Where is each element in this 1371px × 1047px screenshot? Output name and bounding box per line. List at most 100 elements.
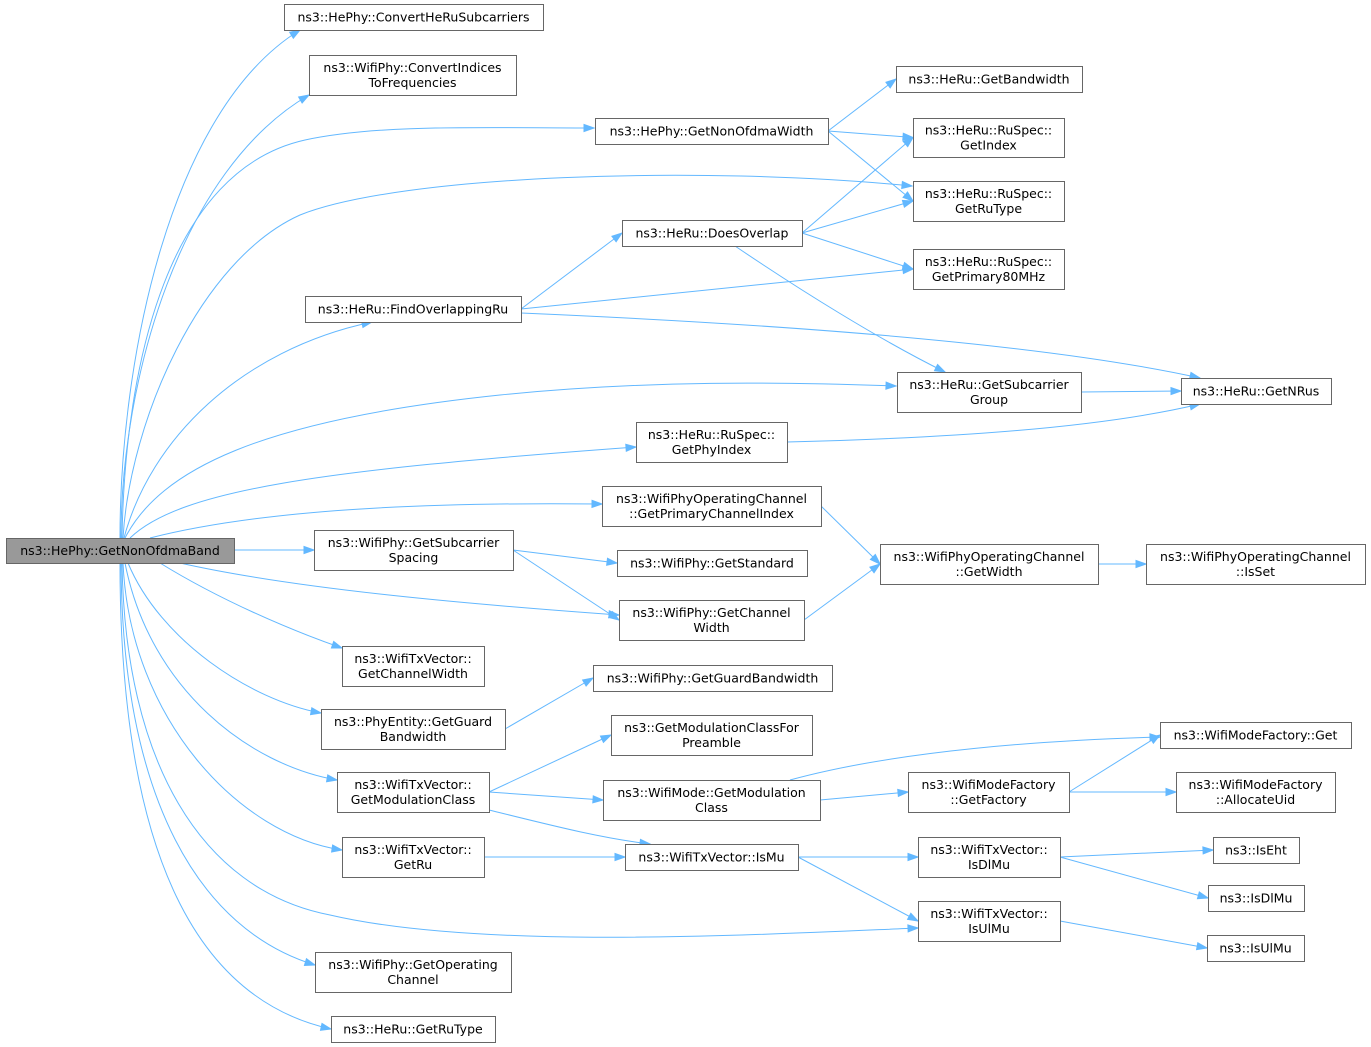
edge-line bbox=[520, 232, 623, 310]
node-getBandwidth[interactable]: ns3::HeRu::GetBandwidth bbox=[896, 66, 1083, 93]
edge-arrowhead bbox=[1135, 559, 1148, 569]
edge-root-to-txGetRu bbox=[122, 562, 344, 853]
node-txGetChannelWidth[interactable]: ns3::WifiTxVector::GetChannelWidth bbox=[342, 646, 485, 687]
node-box bbox=[880, 544, 1099, 585]
node-opIsSet[interactable]: ns3::WifiPhyOperatingChannel::IsSet bbox=[1146, 544, 1366, 585]
edge-line bbox=[120, 94, 310, 539]
edge-arrowhead bbox=[614, 852, 627, 862]
node-getIndex[interactable]: ns3::HeRu::RuSpec::GetIndex bbox=[913, 118, 1065, 158]
edge-arrowhead bbox=[1165, 787, 1178, 797]
edge-arrowhead bbox=[583, 123, 596, 133]
node-txIsMu[interactable]: ns3::WifiTxVector::IsMu bbox=[625, 844, 799, 871]
node-getPrimaryChannelIndex[interactable]: ns3::WifiPhyOperatingChannel::GetPrimary… bbox=[602, 486, 822, 527]
node-findOverlapping[interactable]: ns3::HeRu::FindOverlappingRu bbox=[305, 296, 522, 323]
edge-getNonOfdmaWidth-to-getBandwidth bbox=[827, 78, 898, 132]
node-txIsUlMu[interactable]: ns3::WifiTxVector::IsUlMu bbox=[918, 901, 1061, 942]
edges-layer bbox=[119, 29, 1215, 1031]
node-label: ns3::WifiModeFactory bbox=[922, 777, 1057, 792]
node-getGuardBandwidthPhy[interactable]: ns3::WifiPhy::GetGuardBandwidth bbox=[593, 665, 833, 692]
node-isDlMu[interactable]: ns3::IsDlMu bbox=[1208, 885, 1305, 912]
node-getChannelWidthPhy[interactable]: ns3::WifiPhy::GetChannelWidth bbox=[619, 600, 805, 641]
edge-line bbox=[122, 562, 343, 851]
node-label: Class bbox=[695, 800, 728, 815]
node-factoryGet[interactable]: ns3::WifiModeFactory::Get bbox=[1160, 722, 1352, 749]
edge-root-to-getNonOfdmaWidth bbox=[121, 123, 596, 539]
node-factoryAllocate[interactable]: ns3::WifiModeFactory::AllocateUid bbox=[1176, 772, 1336, 813]
node-box bbox=[593, 665, 833, 692]
node-label: ns3::WifiTxVector:: bbox=[930, 906, 1047, 921]
edge-line bbox=[801, 137, 914, 234]
edge-arrowhead bbox=[319, 1022, 333, 1031]
node-getPhyIndex[interactable]: ns3::HeRu::RuSpec::GetPhyIndex bbox=[636, 422, 788, 463]
edge-arrowhead bbox=[592, 795, 605, 804]
edge-line bbox=[801, 232, 914, 270]
edge-doesOverlap-to-getSubcarrierGroup bbox=[734, 245, 947, 373]
node-label: ns3::IsEht bbox=[1225, 843, 1287, 858]
node-label: ns3::WifiPhyOperatingChannel bbox=[616, 491, 807, 506]
edge-line bbox=[786, 403, 1201, 443]
node-opGetWidth[interactable]: ns3::WifiPhyOperatingChannel::GetWidth bbox=[880, 544, 1099, 585]
node-box bbox=[305, 296, 522, 323]
edge-line bbox=[1080, 390, 1182, 393]
node-getRuTypeSpec[interactable]: ns3::HeRu::RuSpec::GetRuType bbox=[913, 181, 1065, 222]
node-label: ::GetWidth bbox=[955, 564, 1022, 579]
node-root[interactable]: ns3::HePhy::GetNonOfdmaBand bbox=[6, 538, 235, 564]
node-label: ::GetPrimaryChannelIndex bbox=[629, 506, 794, 521]
node-factoryGetFactory[interactable]: ns3::WifiModeFactory::GetFactory bbox=[908, 772, 1070, 813]
node-box bbox=[284, 4, 544, 31]
node-label: ns3::HeRu::GetNRus bbox=[1193, 384, 1320, 399]
edge-root-to-getSubcarrierGroup bbox=[124, 381, 898, 539]
node-modeGetModClass[interactable]: ns3::WifiMode::GetModulationClass bbox=[603, 780, 821, 821]
edge-root-to-peGetGuard bbox=[127, 562, 323, 716]
node-label: GetPhyIndex bbox=[672, 442, 752, 457]
edge-line bbox=[120, 562, 316, 966]
node-label: ns3::HeRu::GetBandwidth bbox=[908, 72, 1069, 87]
node-label: ns3::WifiPhy::ConvertIndices bbox=[323, 60, 501, 75]
edge-arrowhead bbox=[303, 545, 316, 555]
node-convertHeRu[interactable]: ns3::HePhy::ConvertHeRuSubcarriers bbox=[284, 4, 544, 31]
edge-root-to-getRuTypeSpec bbox=[122, 174, 914, 539]
node-getNRus[interactable]: ns3::HeRu::GetNRus bbox=[1181, 378, 1332, 405]
node-getPrimary80[interactable]: ns3::HeRu::RuSpec::GetPrimary80MHz bbox=[913, 249, 1065, 290]
edge-arrowhead bbox=[907, 852, 920, 862]
edge-root-to-heRuGetRuType bbox=[119, 562, 333, 1031]
node-label: GetIndex bbox=[960, 138, 1017, 153]
node-getStandard[interactable]: ns3::WifiPhy::GetStandard bbox=[617, 550, 808, 577]
node-heRuGetRuType[interactable]: ns3::HeRu::GetRuType bbox=[331, 1016, 496, 1043]
edge-peGetGuard-to-getGuardBandwidthPhy bbox=[504, 677, 595, 730]
edge-line bbox=[488, 809, 651, 845]
edge-line bbox=[827, 130, 914, 138]
node-txGetModClass[interactable]: ns3::WifiTxVector::GetModulationClass bbox=[337, 772, 490, 813]
edge-getSubcarrierSpacing-to-getStandard bbox=[512, 549, 619, 566]
node-box bbox=[1181, 378, 1332, 405]
node-box bbox=[1213, 837, 1300, 864]
edge-txIsDlMu-to-isDlMu bbox=[1059, 856, 1210, 900]
node-isUlMu[interactable]: ns3::IsUlMu bbox=[1207, 935, 1305, 962]
node-box bbox=[1208, 885, 1305, 912]
edge-arrowhead bbox=[303, 957, 317, 966]
node-label: ns3::GetModulationClassFor bbox=[624, 720, 800, 735]
node-box bbox=[918, 901, 1061, 942]
node-txIsDlMu[interactable]: ns3::WifiTxVector::IsDlMu bbox=[918, 837, 1061, 878]
edge-line bbox=[488, 734, 612, 793]
edge-line bbox=[159, 562, 343, 649]
node-txGetRu[interactable]: ns3::WifiTxVector::GetRu bbox=[342, 837, 485, 878]
node-box bbox=[617, 550, 808, 577]
node-getNonOfdmaWidth[interactable]: ns3::HePhy::GetNonOfdmaWidth bbox=[595, 118, 829, 145]
node-box bbox=[1176, 772, 1336, 813]
edge-line bbox=[734, 245, 946, 373]
node-peGetGuard[interactable]: ns3::PhyEntity::GetGuardBandwidth bbox=[321, 709, 506, 750]
edge-getPrimaryChannelIndex-to-opGetWidth bbox=[820, 505, 882, 566]
node-isEht[interactable]: ns3::IsEht bbox=[1213, 837, 1300, 864]
node-box bbox=[331, 1016, 496, 1043]
node-label: ns3::HeRu::RuSpec:: bbox=[925, 254, 1052, 269]
edge-arrowhead bbox=[1170, 386, 1183, 396]
edge-root-to-convertHeRu bbox=[119, 29, 302, 539]
node-doesOverlap[interactable]: ns3::HeRu::DoesOverlap bbox=[622, 220, 803, 247]
node-box bbox=[611, 715, 813, 756]
node-convertIdx[interactable]: ns3::WifiPhy::ConvertIndicesToFrequencie… bbox=[309, 55, 517, 96]
